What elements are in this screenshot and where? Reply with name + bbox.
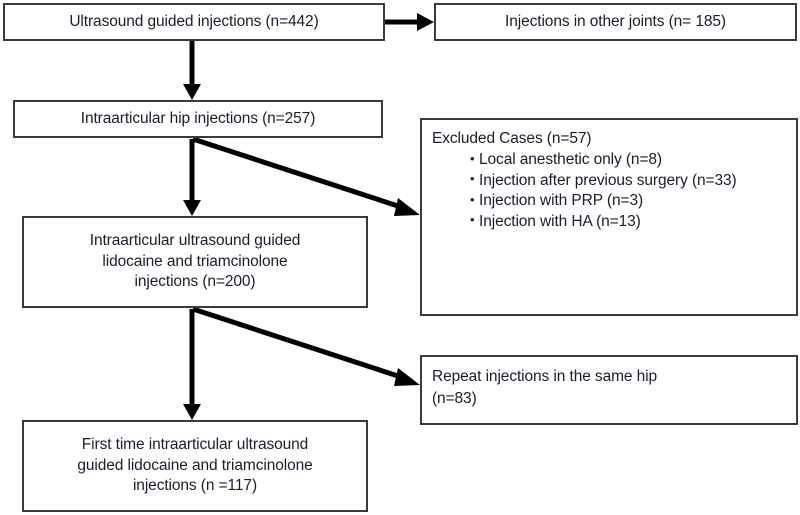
arrow-lidocaine-to-repeat xyxy=(192,306,420,386)
arrow-hip-to-excluded xyxy=(192,136,420,216)
node-hip-label: Intraarticular hip injections (n=257) xyxy=(80,109,316,127)
node-intraarticular-hip-injections: Intraarticular hip injections (n=257) xyxy=(13,100,383,138)
node-lidocaine-line3: injections (n=200) xyxy=(134,273,256,291)
excluded-cases-list: Local anesthetic only (n=8) Injection af… xyxy=(432,150,788,232)
arrow-lidocaine-to-first-time xyxy=(183,309,201,420)
node-lidocaine-triamcinolone-injections: Intraarticular ultrasound guided lidocai… xyxy=(22,216,368,308)
list-item: Injection with HA (n=13) xyxy=(470,211,788,232)
arrow-root-to-hip xyxy=(183,41,201,100)
node-lidocaine-line2: lidocaine and triamcinolone xyxy=(102,252,288,270)
node-excluded-cases: Excluded Cases (n=57) Local anesthetic o… xyxy=(420,118,798,316)
node-root-label: Ultrasound guided injections (n=442) xyxy=(69,12,319,30)
list-item: Injection with PRP (n=3) xyxy=(470,191,788,211)
node-repeat-injections-same-hip: Repeat injections in the same hip (n=83) xyxy=(420,355,798,425)
node-injections-other-joints: Injections in other joints (n= 185) xyxy=(434,3,797,41)
arrow-root-to-other-joints xyxy=(385,13,434,31)
node-ultrasound-guided-injections: Ultrasound guided injections (n=442) xyxy=(3,3,385,41)
node-lidocaine-line1: Intraarticular ultrasound guided xyxy=(89,232,301,250)
excluded-cases-title: Excluded Cases (n=57) xyxy=(432,130,592,147)
node-repeat-line1: Repeat injections in the same hip xyxy=(432,368,658,385)
list-item: Local anesthetic only (n=8) xyxy=(470,150,788,170)
list-item: Injection after previous surgery (n=33) xyxy=(470,170,788,191)
node-first-time-line1: First time intraarticular ultrasound xyxy=(81,436,309,454)
node-first-time-line3: injections (n =117) xyxy=(132,477,258,495)
arrow-hip-to-lidocaine xyxy=(183,139,201,216)
node-first-time-line2: guided lidocaine and triamcinolone xyxy=(77,456,313,474)
node-first-time-injections: First time intraarticular ultrasound gui… xyxy=(22,420,368,512)
node-repeat-line2: (n=83) xyxy=(432,390,477,408)
node-other-joints-label: Injections in other joints (n= 185) xyxy=(505,12,726,30)
